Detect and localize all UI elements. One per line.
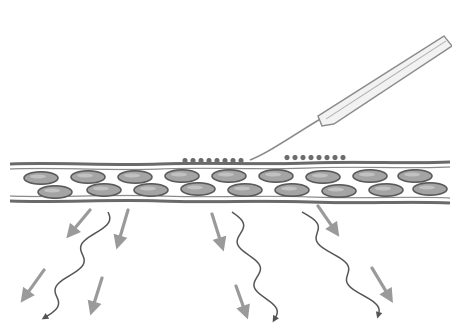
cell-highlight <box>281 187 297 191</box>
particle <box>214 158 219 163</box>
particle <box>340 155 345 160</box>
cell-highlight <box>218 173 234 177</box>
particle <box>284 155 289 160</box>
cell-highlight <box>265 173 281 177</box>
particle <box>206 158 211 163</box>
particle <box>324 155 329 160</box>
wavy-arrow <box>232 212 277 320</box>
cell-highlight <box>140 187 156 191</box>
straight-arrow <box>212 214 222 246</box>
straight-arrow <box>92 278 102 310</box>
exit-arrows <box>24 206 390 320</box>
particle <box>332 155 337 160</box>
particle <box>198 158 203 163</box>
cell-highlight <box>187 186 203 190</box>
vessel-top-wall <box>10 162 450 165</box>
straight-arrow <box>372 268 390 298</box>
particle <box>292 155 297 160</box>
cell-highlight <box>419 186 435 190</box>
straight-arrow <box>236 286 246 314</box>
particle <box>230 158 235 163</box>
wavy-arrow <box>302 212 379 316</box>
cell-highlight <box>93 187 109 191</box>
particle <box>308 155 313 160</box>
cell-highlight <box>359 173 375 177</box>
needle-probe <box>250 36 452 160</box>
straight-arrow <box>24 270 44 298</box>
cell-highlight <box>375 187 391 191</box>
particle <box>300 155 305 160</box>
needle-body-line <box>326 41 446 119</box>
cell-highlight <box>404 173 420 177</box>
straight-arrow <box>318 206 336 232</box>
particle <box>238 158 243 163</box>
cell-highlight <box>30 175 46 179</box>
straight-arrow <box>70 210 90 234</box>
oval-cells <box>24 170 447 198</box>
cell-highlight <box>328 188 344 192</box>
cell-highlight <box>124 174 140 178</box>
cell-highlight <box>234 187 250 191</box>
particle <box>182 158 187 163</box>
cell-highlight <box>44 189 60 193</box>
particle <box>222 158 227 163</box>
particle <box>316 155 321 160</box>
cell-highlight <box>171 173 187 177</box>
needle-shaft <box>250 118 322 160</box>
particle <box>190 158 195 163</box>
cell-highlight <box>312 174 328 178</box>
straight-arrow <box>118 210 128 244</box>
cell-highlight <box>77 174 93 178</box>
vessel-bottom-wall <box>10 200 450 203</box>
